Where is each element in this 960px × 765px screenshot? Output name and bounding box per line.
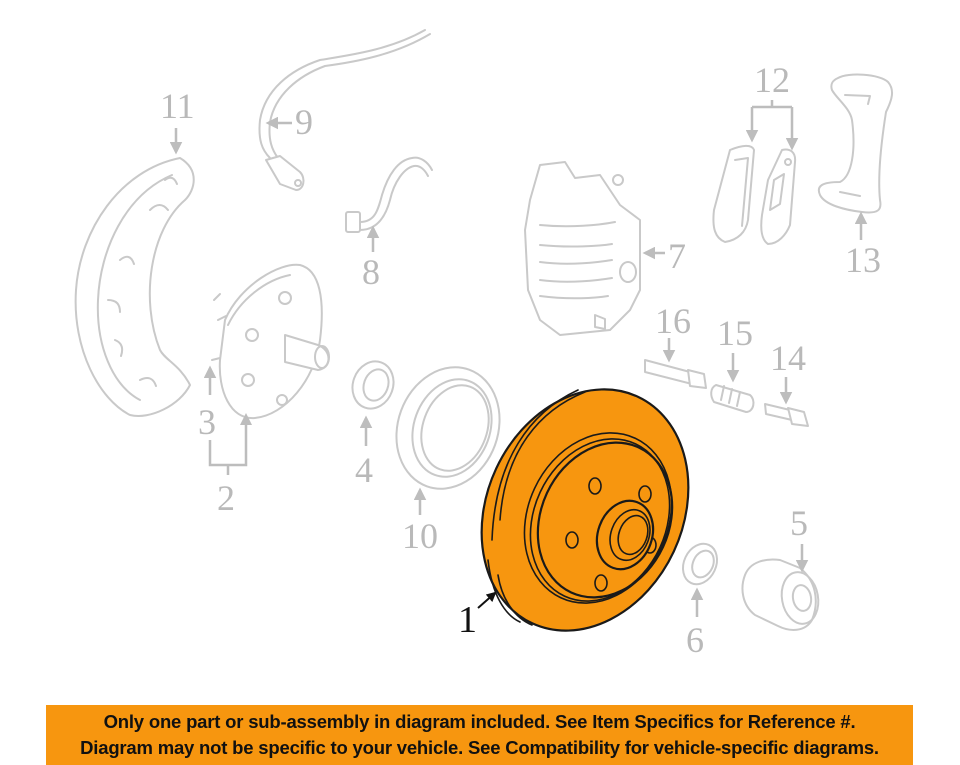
svg-text:1: 1 [458, 599, 477, 641]
disclaimer-banner: Only one part or sub-assembly in diagram… [46, 705, 913, 765]
svg-text:2: 2 [217, 478, 235, 518]
callout-4: 4 [355, 415, 373, 490]
callout-10: 10 [402, 487, 438, 556]
svg-text:3: 3 [198, 402, 216, 442]
part-9-sensor-wire [258, 29, 431, 191]
callout-12: 12 [745, 60, 799, 151]
disclaimer-line-1: Only one part or sub-assembly in diagram… [103, 711, 856, 732]
disclaimer-line-2: Diagram may not be specific to your vehi… [80, 737, 879, 758]
callout-5: 5 [790, 503, 809, 573]
callout-9: 9 [265, 102, 313, 142]
svg-text:4: 4 [355, 450, 373, 490]
part-1-brake-rotor[interactable] [443, 355, 726, 664]
svg-text:9: 9 [295, 102, 313, 142]
svg-text:7: 7 [668, 236, 686, 276]
part-8-brake-hose [345, 156, 433, 233]
part-15-bushing [710, 384, 755, 413]
svg-text:15: 15 [717, 313, 753, 353]
callout-11: 11 [160, 86, 195, 155]
parts-diagram: 11 9 8 3 2 [74, 29, 894, 664]
part-4-seal [351, 360, 395, 410]
svg-text:13: 13 [845, 240, 881, 280]
callout-1: 1 [458, 591, 497, 641]
callout-8: 8 [362, 225, 380, 292]
callout-2: 2 [208, 413, 252, 518]
part-13-bracket [817, 73, 894, 214]
callout-6: 6 [686, 587, 704, 660]
part-2-hub [211, 263, 330, 420]
part-7-caliper [524, 161, 641, 336]
svg-text:5: 5 [790, 503, 808, 543]
svg-text:8: 8 [362, 252, 380, 292]
svg-text:11: 11 [160, 86, 195, 126]
svg-text:16: 16 [655, 301, 691, 341]
callout-16: 16 [655, 301, 691, 363]
svg-text:14: 14 [770, 338, 806, 378]
part-11-splash-shield [74, 157, 195, 417]
callout-13: 13 [845, 211, 881, 280]
part-5-bearing [741, 558, 820, 631]
svg-text:12: 12 [754, 60, 790, 100]
callout-7: 7 [642, 236, 686, 276]
part-16-bolt [644, 359, 707, 389]
part-12-brake-pads [712, 144, 797, 245]
svg-text:10: 10 [402, 516, 438, 556]
part-6-seal [681, 542, 719, 586]
part-10-ring [395, 366, 501, 490]
callout-3: 3 [198, 365, 217, 442]
callout-14: 14 [770, 338, 806, 405]
callout-15: 15 [717, 313, 753, 383]
part-14-bolt [764, 403, 809, 427]
svg-text:6: 6 [686, 620, 704, 660]
